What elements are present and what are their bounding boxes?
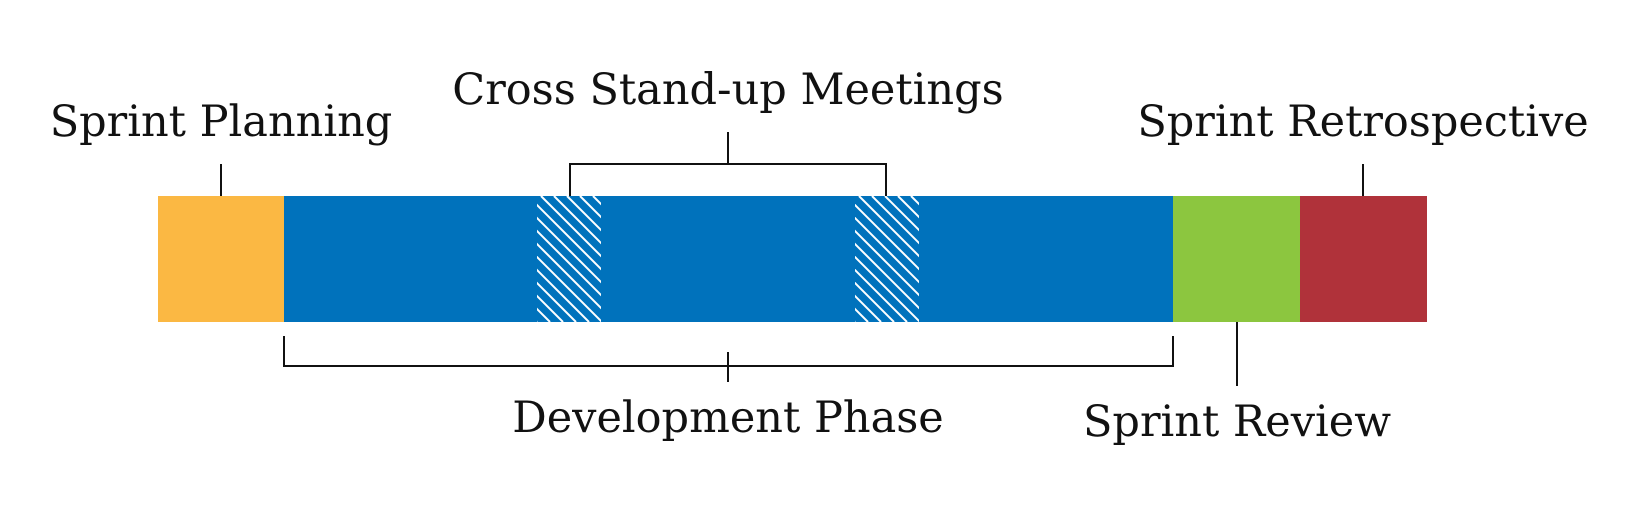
hatch-line: [537, 242, 601, 310]
standup-block-1: [537, 196, 601, 322]
sprint-planning-segment: [158, 196, 285, 322]
sprint-review-segment: [1173, 196, 1301, 322]
sprint-planning-label: Sprint Planning: [50, 97, 393, 147]
hatch-line: [537, 281, 577, 322]
hatch-line: [855, 255, 919, 322]
hatch-line: [855, 268, 908, 322]
hatch-line: [566, 196, 601, 232]
hatch-line: [540, 196, 601, 258]
hatch-line: [884, 196, 919, 232]
standup-block-2-hatch: [855, 196, 919, 322]
standup-label: Cross Stand-up Meetings: [452, 65, 1003, 115]
hatch-line: [537, 268, 590, 322]
hatch-line: [855, 242, 919, 310]
hatch-line: [537, 294, 564, 322]
standup-block-1-hatch: [537, 196, 601, 322]
standup-bracket: [569, 163, 887, 196]
sprint-review-label: Sprint Review: [1083, 397, 1391, 447]
standup-block-2: [855, 196, 919, 322]
hatch-line: [858, 196, 919, 258]
hatch-line: [855, 229, 919, 297]
hatch-line: [537, 203, 601, 271]
development-phase-segment: [284, 196, 1174, 322]
hatch-line: [871, 196, 919, 245]
hatch-line: [855, 203, 919, 271]
development-phase-label: Development Phase: [512, 393, 943, 443]
hatch-line: [537, 216, 601, 284]
hatch-line: [537, 229, 601, 297]
sprint-retrospective-segment: [1300, 196, 1427, 322]
hatch-line: [537, 255, 601, 322]
sprint-retrospective-label: Sprint Retrospective: [1137, 97, 1588, 147]
hatch-line: [855, 216, 919, 284]
hatch-line: [553, 196, 601, 245]
hatch-line: [855, 294, 882, 322]
hatch-line: [855, 281, 895, 322]
